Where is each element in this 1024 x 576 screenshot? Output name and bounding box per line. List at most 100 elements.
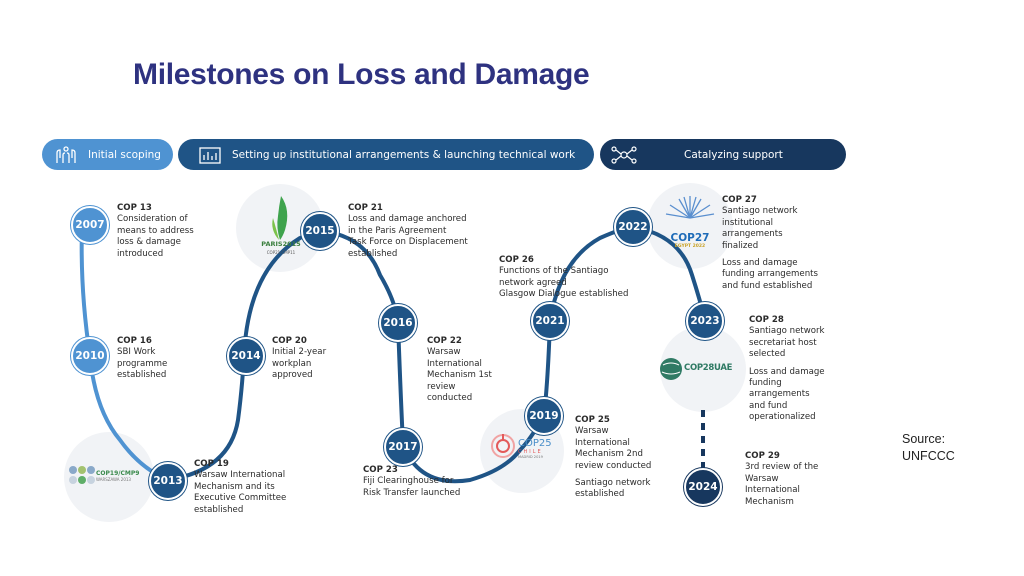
milestone-line: workplan [272,358,312,369]
cop25-logo-sub2: MADRID 2019 [518,455,543,459]
milestone-line: and fund established [722,280,813,291]
warsaw-logo-icon [69,466,95,484]
cop28-logo-bg [660,326,746,412]
milestone-heading: COP 13 [117,203,152,213]
milestone-heading: COP 21 [348,203,383,213]
milestone-line: introduced [117,248,164,259]
milestone-heading: COP 26 [499,255,534,265]
milestone-heading: COP 20 [272,336,307,346]
milestone-line: Warsaw [575,426,609,437]
milestone-line: operationalized [749,412,816,423]
cop27-logo-text: COP27 [670,232,710,244]
milestone-line: review conducted [575,460,652,471]
paris-logo: PARIS2015 COP21·CMP11 [252,240,310,255]
milestone-line: Executive Committee [194,493,287,504]
milestone-line: Loss and damage [749,366,825,377]
warsaw-logo-sub: WARSZAWA 2013 [96,477,131,482]
milestone-line: Mechanism [745,496,794,507]
cop28-logo-text: COP28UAE [684,363,733,373]
milestone-line: Santiago network [722,206,798,217]
milestone-line: network agreed [499,277,567,288]
milestone-line: Mechanism and its [194,481,275,492]
milestone-line: Warsaw International [194,470,286,481]
cop27-logo: COP27 EGYPT 2022 [660,232,720,249]
milestone-line: Warsaw [427,347,461,358]
year-marker-2016: 2016 [379,304,417,342]
milestone-line: Consideration of [117,214,188,225]
year-marker-2017: 2017 [384,428,422,466]
milestone-line: arrangements [722,229,783,240]
milestone-heading: COP 16 [117,336,152,346]
cop25-logo-sub: CHILE [518,449,543,455]
milestone-line: funding arrangements [722,269,818,280]
source-label: Source: [902,432,946,446]
milestone-line: Loss and damage anchored [348,214,467,225]
milestone-heading: COP 25 [575,415,610,425]
source-value: UNFCCC [902,449,955,463]
institution-icon [198,145,222,165]
milestone-line: Santiago network [575,478,651,489]
milestone-heading: COP 19 [194,459,229,469]
year-marker-2015: 2015 [301,212,339,250]
network-icon [610,144,638,166]
cop27-logo-sub: EGYPT 2022 [674,244,706,249]
cop27-sun-icon [665,196,715,219]
milestone-line: finalized [722,240,759,251]
milestone-line: in the Paris Agreement [348,225,447,236]
milestone-line: Fiji Clearinghouse for [363,476,454,487]
warsaw-logo: COP19/CMP9 WARSZAWA 2013 [96,470,146,482]
milestone-line: arrangements [749,389,810,400]
milestone-line: International [427,358,482,369]
milestone-line: funding [749,378,782,389]
milestone-line: secretariat host [749,337,817,348]
year-marker-2021: 2021 [531,302,569,340]
milestone-line: established [194,504,244,515]
hands-icon [54,145,78,165]
year-marker-2022: 2022 [614,208,652,246]
milestone-line: Warsaw [745,473,779,484]
milestone-line: Mechanism 1st [427,370,492,381]
milestone-line: Initial 2-year [272,347,327,358]
milestone-line: Functions of the Santiago [499,266,609,277]
milestone-heading: COP 22 [427,336,462,346]
milestone-line: International [575,437,630,448]
cop25-logo-text: COP25 [518,438,552,449]
milestone-line: Mechanism 2nd [575,449,643,460]
track-initial-scoping [79,225,169,482]
milestone-line: conducted [427,393,473,404]
source-note: Source: UNFCCC [902,431,955,465]
milestone-line: Loss and damage [722,258,798,269]
paris-logo-text: PARIS2015 [261,240,301,248]
milestone-line: loss & damage [117,237,181,248]
milestone-line: International [745,485,800,496]
cop25-logo: COP25 CHILE MADRID 2019 [518,438,562,459]
year-marker-2010: 2010 [71,337,109,375]
phase-label: Initial scoping [88,148,161,161]
milestone-line: established [575,489,625,500]
phase-institutional-arrangements: Setting up institutional arrangements & … [178,139,594,170]
year-marker-2019: 2019 [525,397,563,435]
cop28-logo: COP28UAE [684,363,740,373]
year-marker-2024: 2024 [684,468,722,506]
milestone-line: means to address [117,225,194,236]
milestone-line: programme [117,358,168,369]
year-marker-2007: 2007 [71,206,109,244]
paris-leaf-icon [277,196,288,240]
page-title: Milestones on Loss and Damage [133,58,590,91]
milestone-line: selected [749,349,786,360]
cop28-globe-icon [660,358,682,380]
cop27-logo-bg [647,183,733,269]
year-marker-2023: 2023 [686,302,724,340]
milestone-heading: COP 23 [363,465,398,475]
milestone-line: review [427,381,456,392]
